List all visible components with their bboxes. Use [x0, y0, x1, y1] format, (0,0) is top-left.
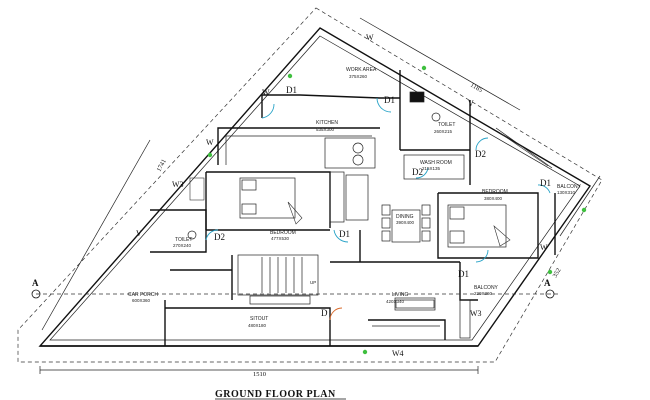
plot-boundary	[17, 7, 603, 363]
room-label-balcony-1: BALCONY	[557, 184, 582, 190]
room-size-dining: 390X400	[396, 220, 415, 225]
dimension-bottom: 1510	[253, 371, 266, 378]
dimension-right: 352	[552, 267, 563, 279]
room-label-living: LIVING	[392, 292, 409, 298]
window-label: W4	[392, 349, 404, 358]
room-size-bedroom-1: 477X530	[271, 236, 290, 241]
room-size-toilet-left: 270X240	[173, 243, 192, 248]
room-size-toilet-top: 260X215	[434, 129, 453, 134]
interior-walls	[150, 70, 556, 346]
exterior-walls	[38, 27, 592, 347]
window-label: W	[540, 243, 548, 252]
room-label-bedroom-1: BEDROOM	[270, 230, 296, 236]
door-label: D2	[412, 167, 423, 177]
plan-title: GROUND FLOOR PLAN	[215, 389, 336, 400]
room-label-car-porch: CAR PORCH	[128, 292, 158, 298]
room-label-toilet-left: TOILET	[175, 237, 192, 243]
room-label-kitchen: KITCHEN	[316, 120, 338, 126]
room-label-toilet-top: TOILET	[438, 122, 455, 128]
room-size-bedroom-2: 380X400	[484, 196, 503, 201]
window-label: W3	[470, 309, 482, 318]
room-label-sitout: SITOUT	[250, 316, 268, 322]
window-labels: W W W V W3 V W W3 W4	[136, 33, 548, 358]
section-mark-left: A	[32, 278, 39, 288]
door-label: D1	[458, 269, 469, 279]
door-label: D	[321, 308, 328, 318]
room-size-work-area: 375X260	[349, 74, 368, 79]
dimension-top: 1185	[469, 82, 484, 94]
room-label-bedroom-2: BEDROOM	[482, 189, 508, 195]
room-size-car-porch: 600X360	[132, 298, 151, 303]
section-line	[31, 289, 560, 299]
room-size-sitout: 480X180	[248, 323, 267, 328]
door-swings	[205, 97, 551, 321]
room-size-living: 420X340	[386, 299, 405, 304]
column-markers	[207, 65, 587, 355]
door-label: D2	[214, 232, 225, 242]
room-size-kitchen: 535X300	[316, 127, 335, 132]
room-size-wash-room: 215X135	[422, 166, 441, 171]
door-label: D1	[286, 85, 297, 95]
window-label: W	[262, 88, 270, 97]
door-label: D1	[384, 95, 395, 105]
furniture	[187, 91, 549, 311]
room-label-work-area: WORK AREA	[346, 67, 377, 73]
dimension-left: 1741	[156, 158, 168, 173]
stair-up-label: UP	[310, 280, 316, 285]
section-mark-right: A	[544, 278, 551, 288]
window-label: W	[206, 138, 214, 147]
window-label: W	[366, 33, 374, 42]
room-size-balcony-1: 130X310	[557, 190, 576, 195]
room-label-wash-room: WASH ROOM	[420, 160, 452, 166]
window-label: W3	[172, 180, 184, 189]
room-size-balcony-2: 220X360	[474, 291, 493, 296]
door-label: D2	[475, 149, 486, 159]
room-label-dining: DINING	[396, 214, 414, 220]
door-label: D1	[339, 229, 350, 239]
door-label: D1	[540, 178, 551, 188]
room-label-balcony-2: BALCONY	[474, 285, 499, 291]
door-labels: D1 D1 D1 D2 D2 D2 D1 D1 D	[214, 85, 551, 318]
room-labels: WORK AREA 375X260 KITCHEN 535X300 TOILET…	[128, 67, 582, 328]
window-label: V	[136, 229, 142, 238]
window-label: V	[468, 99, 474, 108]
dimension-lines	[39, 17, 601, 374]
